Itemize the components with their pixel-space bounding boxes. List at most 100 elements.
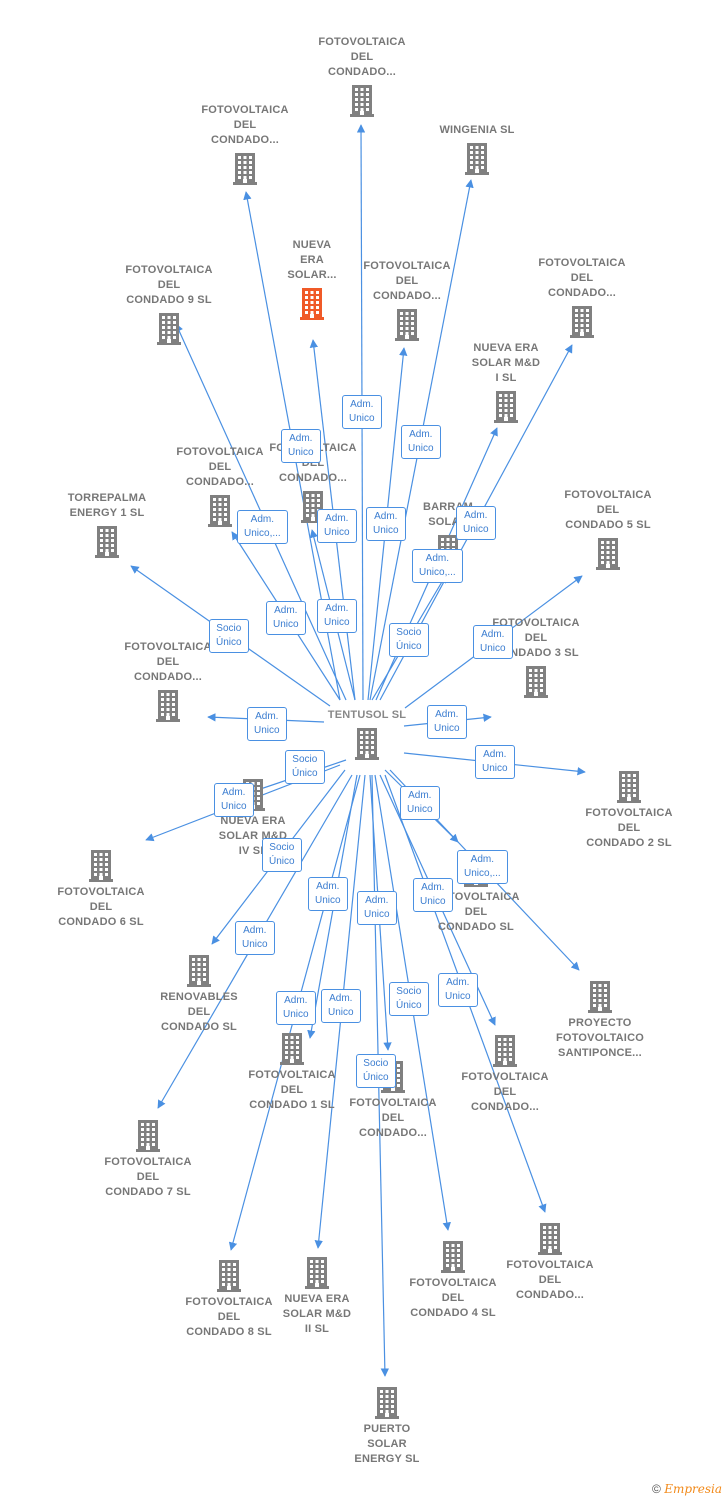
company-node[interactable]: PROYECTO FOTOVOLTAICO SANTIPONCE...: [535, 976, 665, 1061]
center-company-node[interactable]: TENTUSOL SL: [302, 708, 432, 763]
company-node[interactable]: TORREPALMA ENERGY 1 SL: [42, 491, 172, 561]
company-label[interactable]: PUERTO SOLAR ENERGY SL: [354, 1423, 420, 1465]
relation-label[interactable]: Adm. Unico: [357, 891, 397, 925]
company-node[interactable]: NUEVA ERA SOLAR...: [247, 238, 377, 323]
relation-label[interactable]: Adm. Unico: [400, 786, 440, 820]
company-label[interactable]: TENTUSOL SL: [327, 709, 407, 721]
company-label[interactable]: NUEVA ERA SOLAR M&D II SL: [282, 1293, 352, 1335]
company-node[interactable]: FOTOVOLTAICA DEL CONDADO...: [440, 1030, 570, 1115]
building-icon[interactable]: [231, 151, 259, 185]
company-label[interactable]: FOTOVOLTAICA DEL CONDADO...: [506, 1259, 594, 1301]
company-label[interactable]: FOTOVOLTAICA DEL CONDADO SL: [432, 891, 520, 933]
building-icon[interactable]: [568, 304, 596, 338]
building-icon[interactable]: [615, 769, 643, 803]
company-node[interactable]: FOTOVOLTAICA DEL CONDADO 2 SL: [564, 766, 694, 851]
building-icon[interactable]: [439, 1239, 467, 1273]
company-node[interactable]: FOTOVOLTAICA DEL CONDADO 7 SL: [83, 1115, 213, 1200]
building-icon[interactable]: [353, 726, 381, 760]
building-icon[interactable]: [185, 953, 213, 987]
company-label[interactable]: FOTOVOLTAICA DEL CONDADO 6 SL: [57, 886, 145, 928]
relation-label[interactable]: Adm. Unico: [401, 425, 441, 459]
building-icon[interactable]: [87, 848, 115, 882]
relation-label[interactable]: Adm. Unico: [475, 745, 515, 779]
relation-label[interactable]: Socio Único: [356, 1054, 396, 1088]
building-icon[interactable]: [393, 307, 421, 341]
company-node[interactable]: FOTOVOLTAICA DEL CONDADO...: [342, 259, 472, 344]
company-node[interactable]: RENOVABLES DEL CONDADO SL: [134, 950, 264, 1035]
company-label[interactable]: FOTOVOLTAICA DEL CONDADO...: [349, 1097, 437, 1139]
company-node[interactable]: WINGENIA SL: [412, 123, 542, 178]
relation-label[interactable]: Adm. Unico,...: [237, 510, 288, 544]
relation-label[interactable]: Adm. Unico,...: [412, 549, 463, 583]
relation-label[interactable]: Adm. Unico: [456, 506, 496, 540]
building-icon[interactable]: [348, 83, 376, 117]
building-icon[interactable]: [303, 1255, 331, 1289]
company-label[interactable]: NUEVA ERA SOLAR...: [287, 239, 337, 281]
company-node[interactable]: FOTOVOLTAICA DEL CONDADO 1 SL: [227, 1028, 357, 1113]
building-icon[interactable]: [594, 536, 622, 570]
company-label[interactable]: RENOVABLES DEL CONDADO SL: [160, 991, 238, 1033]
company-label[interactable]: FOTOVOLTAICA DEL CONDADO 9 SL: [125, 264, 213, 306]
company-label[interactable]: FOTOVOLTAICA DEL CONDADO...: [461, 1071, 549, 1113]
company-label[interactable]: FOTOVOLTAICA DEL CONDADO...: [201, 104, 289, 146]
brand-logo[interactable]: Empresia: [664, 1482, 722, 1496]
company-node[interactable]: FOTOVOLTAICA DEL CONDADO 5 SL: [543, 488, 673, 573]
relation-label[interactable]: Socio Único: [285, 750, 325, 784]
relation-label[interactable]: Adm. Unico: [438, 973, 478, 1007]
company-label[interactable]: FOTOVOLTAICA DEL CONDADO 2 SL: [585, 807, 673, 849]
relation-label[interactable]: Adm. Unico: [308, 877, 348, 911]
company-node[interactable]: FOTOVOLTAICA DEL CONDADO...: [297, 35, 427, 120]
building-icon[interactable]: [298, 286, 326, 320]
relation-label[interactable]: Socio Único: [389, 623, 429, 657]
relation-label[interactable]: Adm. Unico: [413, 878, 453, 912]
company-label[interactable]: FOTOVOLTAICA DEL CONDADO 1 SL: [248, 1069, 336, 1111]
relation-label[interactable]: Adm. Unico: [317, 599, 357, 633]
company-label[interactable]: FOTOVOLTAICA DEL CONDADO 5 SL: [564, 489, 652, 531]
company-node[interactable]: FOTOVOLTAICA DEL CONDADO...: [180, 103, 310, 188]
company-label[interactable]: TORREPALMA ENERGY 1 SL: [67, 492, 147, 519]
building-icon[interactable]: [215, 1258, 243, 1292]
building-icon[interactable]: [373, 1385, 401, 1419]
relation-label[interactable]: Adm. Unico: [427, 705, 467, 739]
relation-label[interactable]: Socio Único: [262, 838, 302, 872]
company-label[interactable]: FOTOVOLTAICA DEL CONDADO...: [363, 260, 451, 302]
company-label[interactable]: FOTOVOLTAICA DEL CONDADO 4 SL: [409, 1277, 497, 1319]
building-icon[interactable]: [492, 389, 520, 423]
relation-label[interactable]: Socio Único: [389, 982, 429, 1016]
relation-label[interactable]: Adm. Unico: [342, 395, 382, 429]
building-icon[interactable]: [206, 493, 234, 527]
company-label[interactable]: WINGENIA SL: [439, 124, 515, 136]
relation-label[interactable]: Adm. Unico: [276, 991, 316, 1025]
company-node[interactable]: PUERTO SOLAR ENERGY SL: [322, 1382, 452, 1467]
company-label[interactable]: FOTOVOLTAICA DEL CONDADO...: [318, 36, 406, 78]
company-node[interactable]: FOTOVOLTAICA DEL CONDADO...: [485, 1218, 615, 1303]
company-label[interactable]: PROYECTO FOTOVOLTAICO SANTIPONCE...: [556, 1017, 644, 1059]
building-icon[interactable]: [154, 688, 182, 722]
relation-label[interactable]: Adm. Unico: [247, 707, 287, 741]
relation-label[interactable]: Adm. Unico: [321, 989, 361, 1023]
building-icon[interactable]: [134, 1118, 162, 1152]
company-label[interactable]: FOTOVOLTAICA DEL CONDADO...: [124, 641, 212, 683]
building-icon[interactable]: [491, 1033, 519, 1067]
building-icon[interactable]: [586, 979, 614, 1013]
company-node[interactable]: FOTOVOLTAICA DEL CONDADO 9 SL: [104, 263, 234, 348]
relation-label[interactable]: Adm. Unico: [317, 509, 357, 543]
company-label[interactable]: FOTOVOLTAICA DEL CONDADO...: [538, 257, 626, 299]
building-icon[interactable]: [536, 1221, 564, 1255]
building-icon[interactable]: [463, 141, 491, 175]
company-node[interactable]: NUEVA ERA SOLAR M&D I SL: [441, 341, 571, 426]
relation-label[interactable]: Adm. Unico: [214, 783, 254, 817]
company-label[interactable]: FOTOVOLTAICA DEL CONDADO 8 SL: [185, 1296, 273, 1338]
relation-label[interactable]: Adm. Unico: [473, 625, 513, 659]
company-node[interactable]: FOTOVOLTAICA DEL CONDADO...: [517, 256, 647, 341]
relation-label[interactable]: Adm. Unico: [366, 507, 406, 541]
company-node[interactable]: FOTOVOLTAICA DEL CONDADO 8 SL: [164, 1255, 294, 1340]
company-node[interactable]: FOTOVOLTAICA DEL CONDADO...: [103, 640, 233, 725]
company-label[interactable]: FOTOVOLTAICA DEL CONDADO...: [176, 446, 264, 488]
building-icon[interactable]: [522, 664, 550, 698]
building-icon[interactable]: [93, 524, 121, 558]
company-label[interactable]: NUEVA ERA SOLAR M&D I SL: [471, 342, 541, 384]
company-node[interactable]: FOTOVOLTAICA DEL CONDADO...: [155, 445, 285, 530]
company-node[interactable]: NUEVA ERA SOLAR M&D II SL: [252, 1252, 382, 1337]
relation-label[interactable]: Adm. Unico: [281, 429, 321, 463]
